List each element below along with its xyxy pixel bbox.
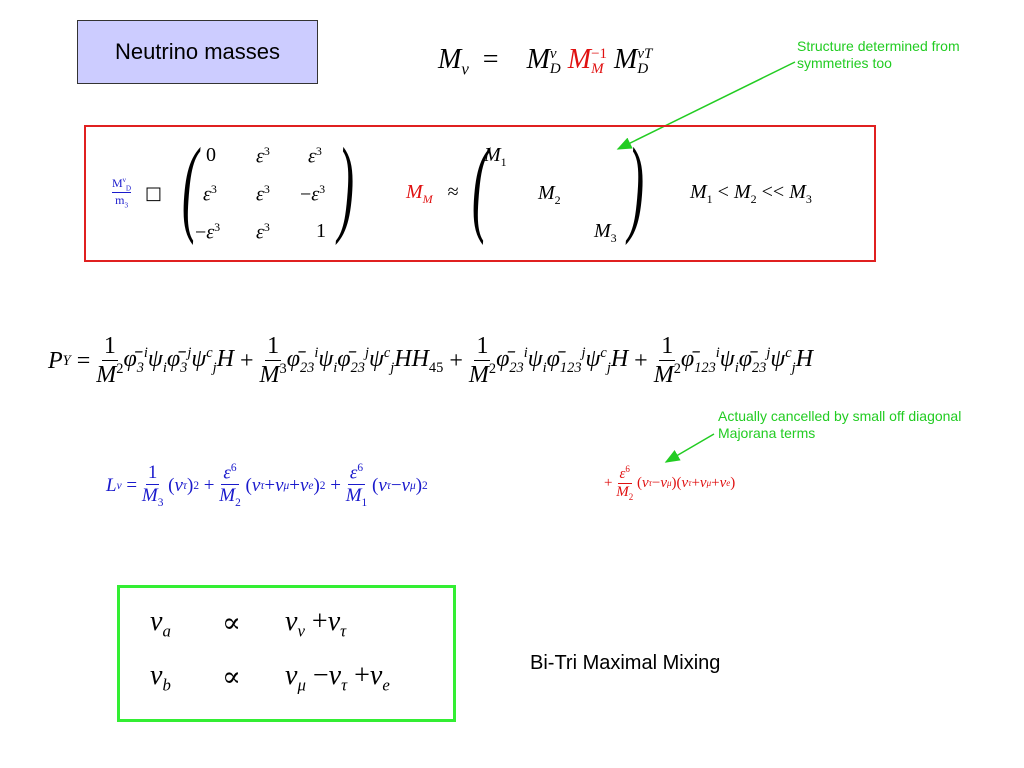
structure-note: Structure determined from symmetries too xyxy=(797,38,960,72)
structure-note-line1: Structure determined from xyxy=(797,38,960,54)
arrow-structure xyxy=(616,61,796,150)
mixing-box xyxy=(117,585,456,722)
mixing-row-a: νa ∝ νν +ντ xyxy=(150,606,347,641)
slide-title: Neutrino masses xyxy=(77,20,318,84)
mass-hierarchy: M1 < M2 << M3 xyxy=(690,181,812,206)
cancel-note-line2: Majorana terms xyxy=(718,425,816,441)
cancel-note: Actually cancelled by small off diagonal… xyxy=(718,408,961,442)
mixing-row-b: νb ∝ νμ −ντ +νe xyxy=(150,660,390,695)
mass-matrix-box xyxy=(84,125,876,262)
majorana-matrix: ( ) M1 M2 M3 xyxy=(471,127,645,246)
dirac-matrix: ( ) 0 ε3 ε3 ε3 ε3 −ε3 −ε3 ε3 1 xyxy=(181,127,355,246)
cancel-note-line1: Actually cancelled by small off diagonal xyxy=(718,408,962,424)
structure-note-line2: symmetries too xyxy=(797,55,892,71)
majorana-label: MM ≈ xyxy=(406,181,459,206)
arrow-cancel xyxy=(664,433,715,463)
dirac-prefactor: MνD m3 xyxy=(112,176,132,210)
approx-symbol: □ xyxy=(145,183,163,204)
bi-tri-label: Bi-Tri Maximal Mixing xyxy=(530,652,721,674)
